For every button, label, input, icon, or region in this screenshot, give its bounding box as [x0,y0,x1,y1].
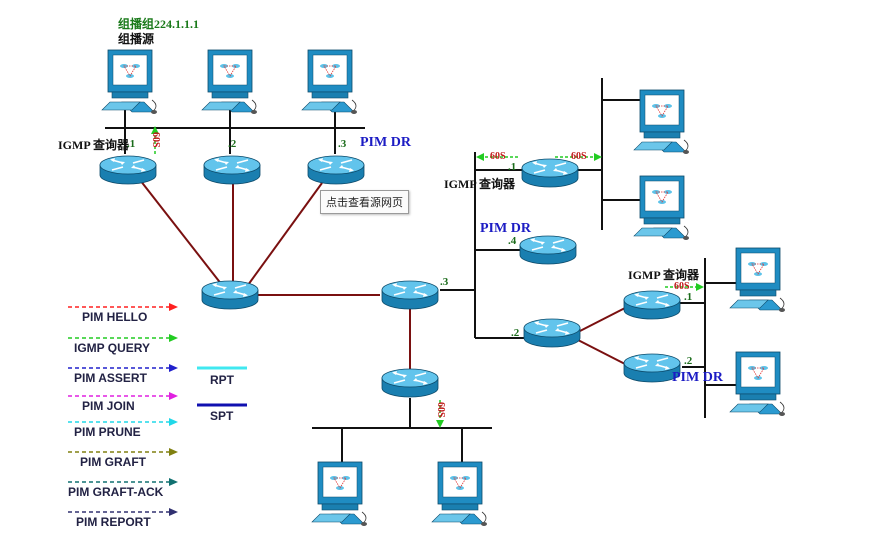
pc-source-1 [101,49,158,115]
igmp-querier-right-label: IGMP 查询器 [628,268,699,282]
legend-arrow-4 [68,418,178,426]
router-top-3 [307,155,365,185]
legend-trees [197,366,247,407]
pim-dr-top-label: PIM DR [360,135,411,150]
iface-sub-r1: .1 [684,291,693,303]
router-core-left [201,280,259,310]
legend-arrow-1 [68,334,178,342]
pim-dr-bottom-label: PIM DR [672,370,723,385]
iface-top-r1: .1 [127,138,136,150]
router-bottom [381,368,439,398]
iface-right-r2: .2 [511,327,520,339]
legend-arrow-0 [68,303,178,311]
legend-arrow-2 [68,364,178,372]
router-right-4 [519,235,577,265]
pc-receiver-top-right-2 [633,175,690,241]
pc-receiver-right-2 [729,351,786,417]
legend-label-6: PIM GRAFT-ACK [68,485,164,499]
timer-sub: 60S [674,281,690,292]
legend-label-3: PIM JOIN [82,399,135,413]
iface-top-r2: .2 [228,138,237,150]
router-core-right [381,280,439,310]
pc-receiver-right-1 [729,247,786,313]
lan-lines [105,78,738,462]
legend-arrows [68,303,178,516]
legend-arrow-5 [68,448,178,456]
router-top-2 [203,155,261,185]
timer-mid-right: 60S [571,151,587,162]
pim-dr-mid-label: PIM DR [480,221,531,236]
legend-label-0: PIM HELLO [82,310,148,324]
pc-receiver-top-right-1 [633,89,690,155]
iface-sub-r2: .2 [684,355,693,367]
timer-bottom: 60S [435,402,446,418]
group-address-label: 组播组224.1.1.1 [118,17,200,31]
legend-label-4: PIM PRUNE [74,425,141,439]
router-links [139,179,626,372]
legend-tree-label-spt: SPT [210,409,234,423]
legend-tree-label-rpt: RPT [210,373,234,387]
legend-arrow-7 [68,508,178,516]
view-source-tooltip[interactable]: 点击查看源网页 [320,190,409,214]
iface-right-r1: .1 [508,161,517,173]
igmp-querier-mid-label: IGMP 查询器 [444,177,515,191]
iface-right-r4: .4 [508,235,517,247]
pc-receiver-bottom-2 [431,461,488,527]
source-label: 组播源 [118,32,155,46]
router-top-1 [99,155,157,185]
pc-receiver-bottom-1 [311,461,368,527]
legend-label-2: PIM ASSERT [74,371,147,385]
legend-arrow-3 [68,392,178,400]
router-right-1 [521,158,579,188]
router-right-2 [523,318,581,348]
legend-label-7: PIM REPORT [76,515,151,529]
legend-label-1: IGMP QUERY [74,341,151,355]
timer-top: 60S [150,132,161,148]
iface-core-right: .3 [440,276,449,288]
iface-top-r3: .3 [338,138,347,150]
igmp-querier-top-label: IGMP 查询器 [58,138,129,152]
legend-arrow-6 [68,478,178,486]
router-sub-1 [623,290,681,320]
pc-source-3 [301,49,358,115]
timer-markers [151,126,704,428]
timer-mid-left: 60S [490,151,506,162]
legend-label-5: PIM GRAFT [80,455,146,469]
pc-source-2 [201,49,258,115]
